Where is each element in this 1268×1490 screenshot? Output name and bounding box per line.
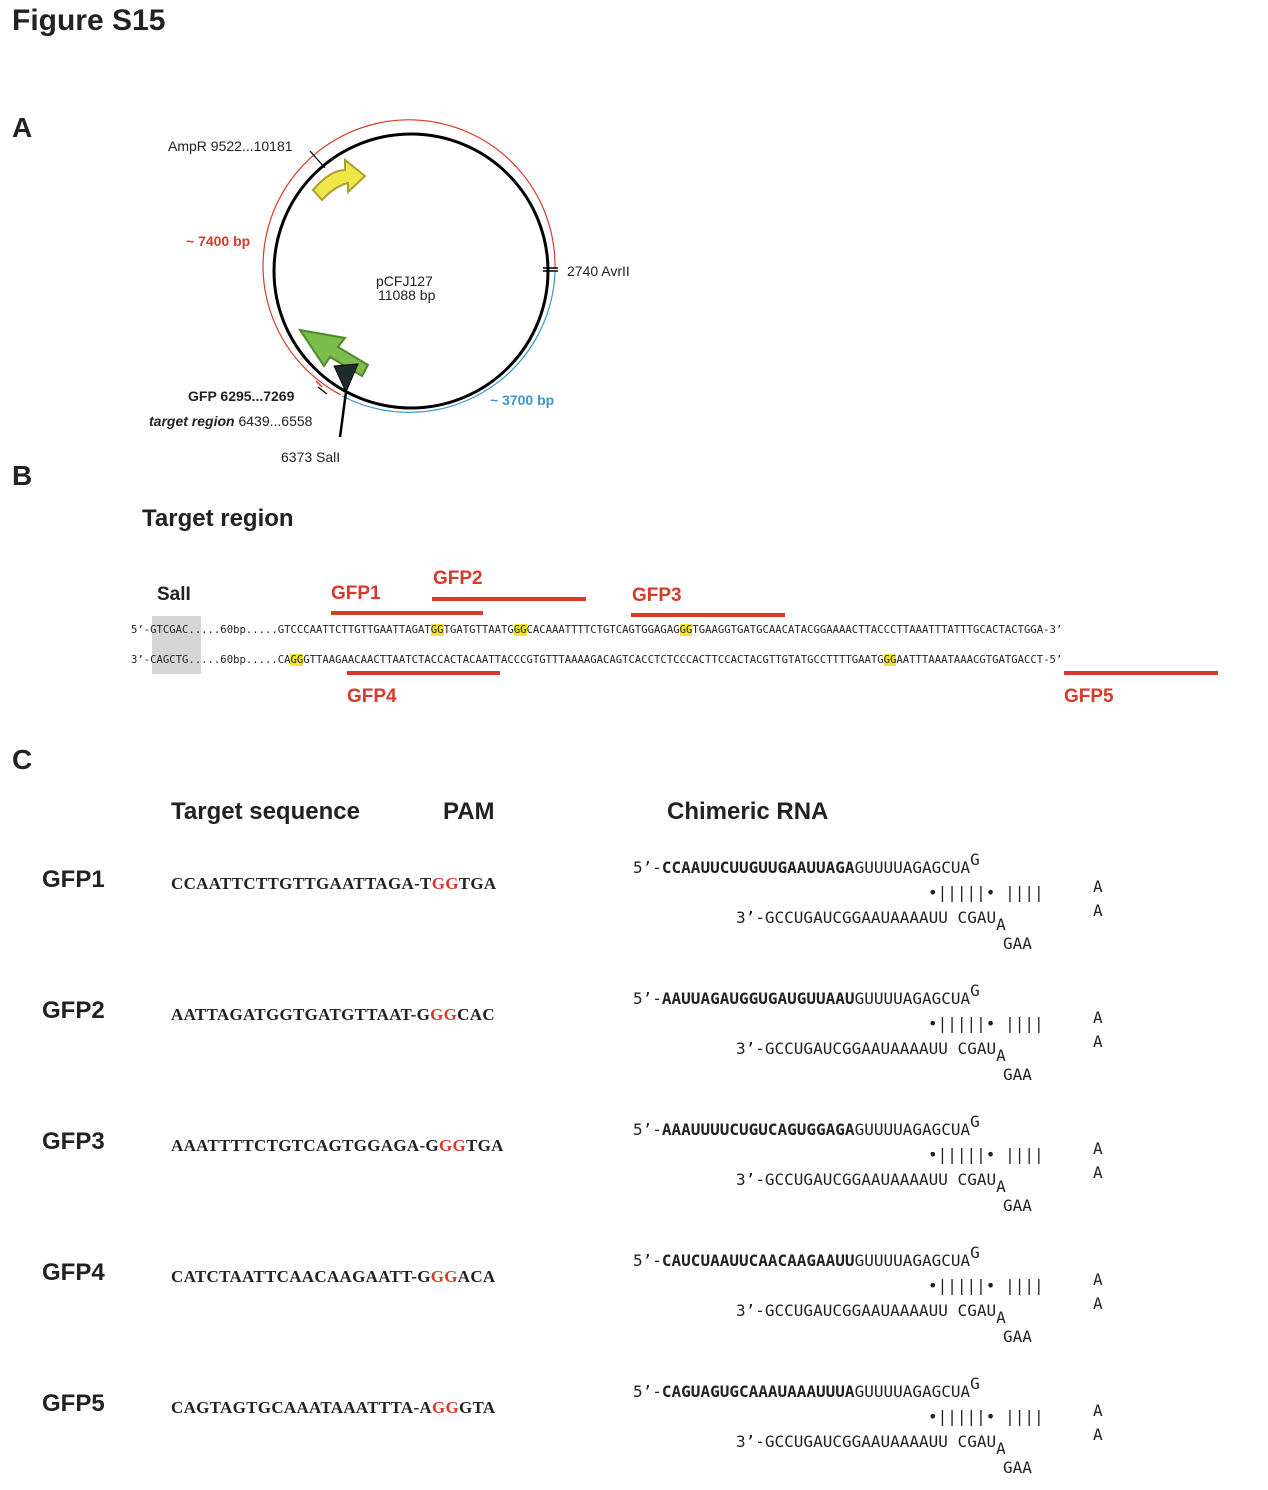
chimeric-rna-line1: 5’-AAUUAGAUGGUGAUGUUAAUGUUUUAGAGCUAG bbox=[633, 981, 980, 1008]
sali-label: 6373 SalI bbox=[281, 449, 341, 465]
loop-gaa: GAA bbox=[1003, 1065, 1032, 1084]
panel-a-label: A bbox=[12, 112, 33, 143]
plasmid-map bbox=[262, 119, 558, 438]
guide-name: GFP1 bbox=[42, 866, 105, 893]
guide-bar-gfp2 bbox=[432, 597, 586, 601]
panel-c-label: C bbox=[12, 744, 33, 775]
base-pairs: •|||||• |||| bbox=[928, 1145, 1044, 1164]
guide-bar-gfp5 bbox=[1064, 671, 1218, 675]
loop-a1: A bbox=[1093, 1008, 1103, 1027]
blue-span-label: ~ 3700 bp bbox=[490, 392, 555, 408]
chimeric-rna-line3: 3’-GCCUGAUCGGAAUAAAAUU CGAUA bbox=[736, 1432, 1006, 1458]
guide-name: GFP3 bbox=[42, 1128, 105, 1155]
guide-label-gfp1: GFP1 bbox=[331, 583, 381, 604]
target-region-label: target region 6439...6558 bbox=[149, 413, 313, 429]
pam-highlight: GG bbox=[431, 874, 459, 893]
header-target-sequence: Target sequence bbox=[171, 798, 360, 825]
chimeric-rna-line3: 3’-GCCUGAUCGGAAUAAAAUU CGAUA bbox=[736, 1170, 1006, 1196]
gfp-label: GFP 6295...7269 bbox=[188, 388, 295, 404]
chimeric-rna-line3: 3’-GCCUGAUCGGAAUAAAAUU CGAUA bbox=[736, 908, 1006, 934]
sali-site-box bbox=[152, 616, 201, 674]
red-span-arc bbox=[262, 119, 556, 396]
loop-a1: A bbox=[1093, 1270, 1103, 1289]
loop-gaa: GAA bbox=[1003, 1196, 1032, 1215]
chimeric-rna-line1: 5’-CCAAUUCUUGUUGAAUUAGAGUUUUAGAGCUAG bbox=[633, 850, 980, 877]
loop-a2: A bbox=[1093, 1425, 1103, 1444]
top-strand: 5’-GTCGAC.....60bp.....GTCCCAATTCTTGTTGA… bbox=[131, 624, 1063, 636]
chimeric-rna-line1: 5’-AAAUUUUCUGUCAGUGGAGAGUUUUAGAGCUAG bbox=[633, 1112, 980, 1139]
header-pam: PAM bbox=[443, 798, 495, 825]
loop-a2: A bbox=[1093, 1163, 1103, 1182]
guide-bar-gfp1 bbox=[331, 611, 483, 615]
red-span-label: ~ 7400 bp bbox=[186, 233, 251, 249]
ampr-arrow bbox=[311, 157, 367, 202]
pam-highlight: GG bbox=[438, 1136, 466, 1155]
chimeric-rna-line3: 3’-GCCUGAUCGGAAUAAAAUU CGAUA bbox=[736, 1301, 1006, 1327]
target-sequence: AATTAGATGGTGATGTTAAT-GGGCAC bbox=[171, 1005, 495, 1024]
pam-highlight: GG bbox=[430, 1267, 458, 1286]
plasmid-name: pCFJ127 bbox=[376, 273, 433, 289]
guide-name: GFP2 bbox=[42, 997, 105, 1024]
guide-name: GFP4 bbox=[42, 1259, 105, 1286]
guide-name: GFP5 bbox=[42, 1390, 105, 1417]
gfp-arrow bbox=[297, 328, 370, 378]
chimeric-rna-line1: 5’-CAGUAGUGCAAAUAAAUUUAGUUUUAGAGCUAG bbox=[633, 1374, 980, 1401]
panel-b-label: B bbox=[12, 460, 33, 491]
loop-a2: A bbox=[1093, 1294, 1103, 1313]
plasmid-size: 11088 bp bbox=[378, 287, 436, 303]
figure-title: Figure S15 bbox=[12, 4, 166, 37]
pam-highlight: GG bbox=[430, 1005, 458, 1024]
loop-a2: A bbox=[1093, 901, 1103, 920]
target-sequence: CCAATTCTTGTTGAATTAGA-TGGTGA bbox=[171, 874, 497, 893]
target-sequence: CATCTAATTCAACAAGAATT-GGGACA bbox=[171, 1267, 496, 1286]
plasmid-circle bbox=[272, 132, 550, 410]
guide-bar-gfp4 bbox=[347, 671, 500, 675]
chimeric-rna-line1: 5’-CAUCUAAUUCAACAAGAAUUGUUUUAGAGCUAG bbox=[633, 1243, 980, 1270]
target-sequence: AAATTTTCTGTCAGTGGAGA-GGGTGA bbox=[171, 1136, 504, 1155]
loop-gaa: GAA bbox=[1003, 934, 1032, 953]
loop-a2: A bbox=[1093, 1032, 1103, 1051]
guide-label-gfp4: GFP4 bbox=[347, 686, 397, 707]
loop-a1: A bbox=[1093, 877, 1103, 896]
base-pairs: •|||||• |||| bbox=[928, 1014, 1044, 1033]
loop-a1: A bbox=[1093, 1139, 1103, 1158]
loop-gaa: GAA bbox=[1003, 1327, 1032, 1346]
base-pairs: •|||||• |||| bbox=[928, 1407, 1044, 1426]
target-region-marker bbox=[333, 363, 359, 394]
blue-span-arc bbox=[341, 271, 556, 413]
guide-label-gfp2: GFP2 bbox=[433, 568, 483, 589]
base-pairs: •|||||• |||| bbox=[928, 883, 1044, 902]
guide-label-gfp5: GFP5 bbox=[1064, 686, 1114, 707]
target-region-title: Target region bbox=[142, 505, 294, 532]
base-pairs: •|||||• |||| bbox=[928, 1276, 1044, 1295]
header-chimeric-rna: Chimeric RNA bbox=[667, 798, 829, 825]
chimeric-rna-line3: 3’-GCCUGAUCGGAAUAAAAUU CGAUA bbox=[736, 1039, 1006, 1065]
bottom-strand: 3’-CAGCTG.....60bp.....CAGGGTTAAGAACAACT… bbox=[131, 654, 1063, 666]
sali-site-title: SalI bbox=[157, 584, 191, 605]
ampr-label: AmpR 9522...10181 bbox=[168, 138, 293, 154]
guide-bar-gfp3 bbox=[631, 613, 785, 617]
loop-gaa: GAA bbox=[1003, 1458, 1032, 1477]
target-sequence: CAGTAGTGCAAATAAATTTA-AGGGTA bbox=[171, 1398, 496, 1417]
pam-highlight: GG bbox=[431, 1398, 460, 1417]
loop-a1: A bbox=[1093, 1401, 1103, 1420]
guide-label-gfp3: GFP3 bbox=[632, 585, 682, 606]
avrii-label: 2740 AvrII bbox=[567, 263, 630, 279]
